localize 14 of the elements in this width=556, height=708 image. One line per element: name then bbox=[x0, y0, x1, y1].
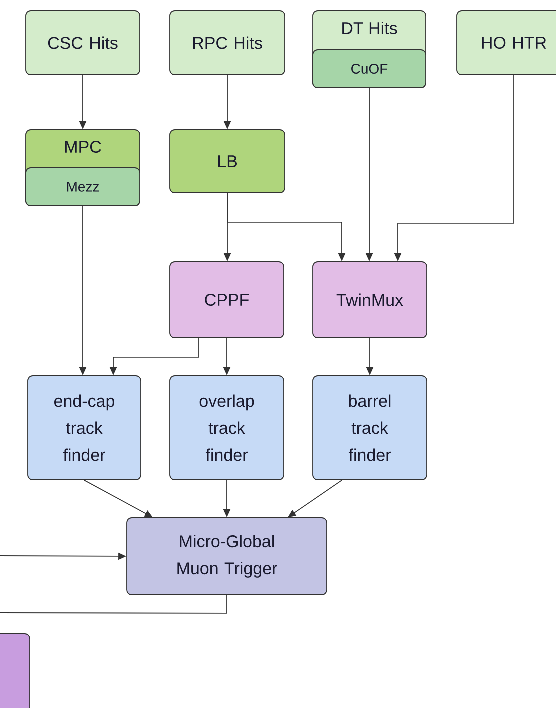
process-box: overlap track finder bbox=[170, 376, 284, 480]
process-box: CPPF bbox=[170, 262, 284, 338]
process-box: HO HTR bbox=[456, 10, 556, 76]
process-box: TwinMux bbox=[312, 262, 428, 338]
box bbox=[0, 634, 30, 708]
process-box: RPC Hits bbox=[170, 10, 286, 76]
process-box: CSC Hits bbox=[26, 10, 140, 76]
process-box: Micro-Global Muon Trigger bbox=[126, 518, 328, 596]
process-box: barrel track finder bbox=[312, 376, 428, 480]
module-box: CuOF bbox=[312, 50, 426, 88]
module-box: Mezz bbox=[26, 168, 140, 206]
process-box: end-cap track finder bbox=[28, 376, 142, 480]
connector-line bbox=[0, 595, 228, 614]
process-box: LB bbox=[170, 130, 286, 194]
